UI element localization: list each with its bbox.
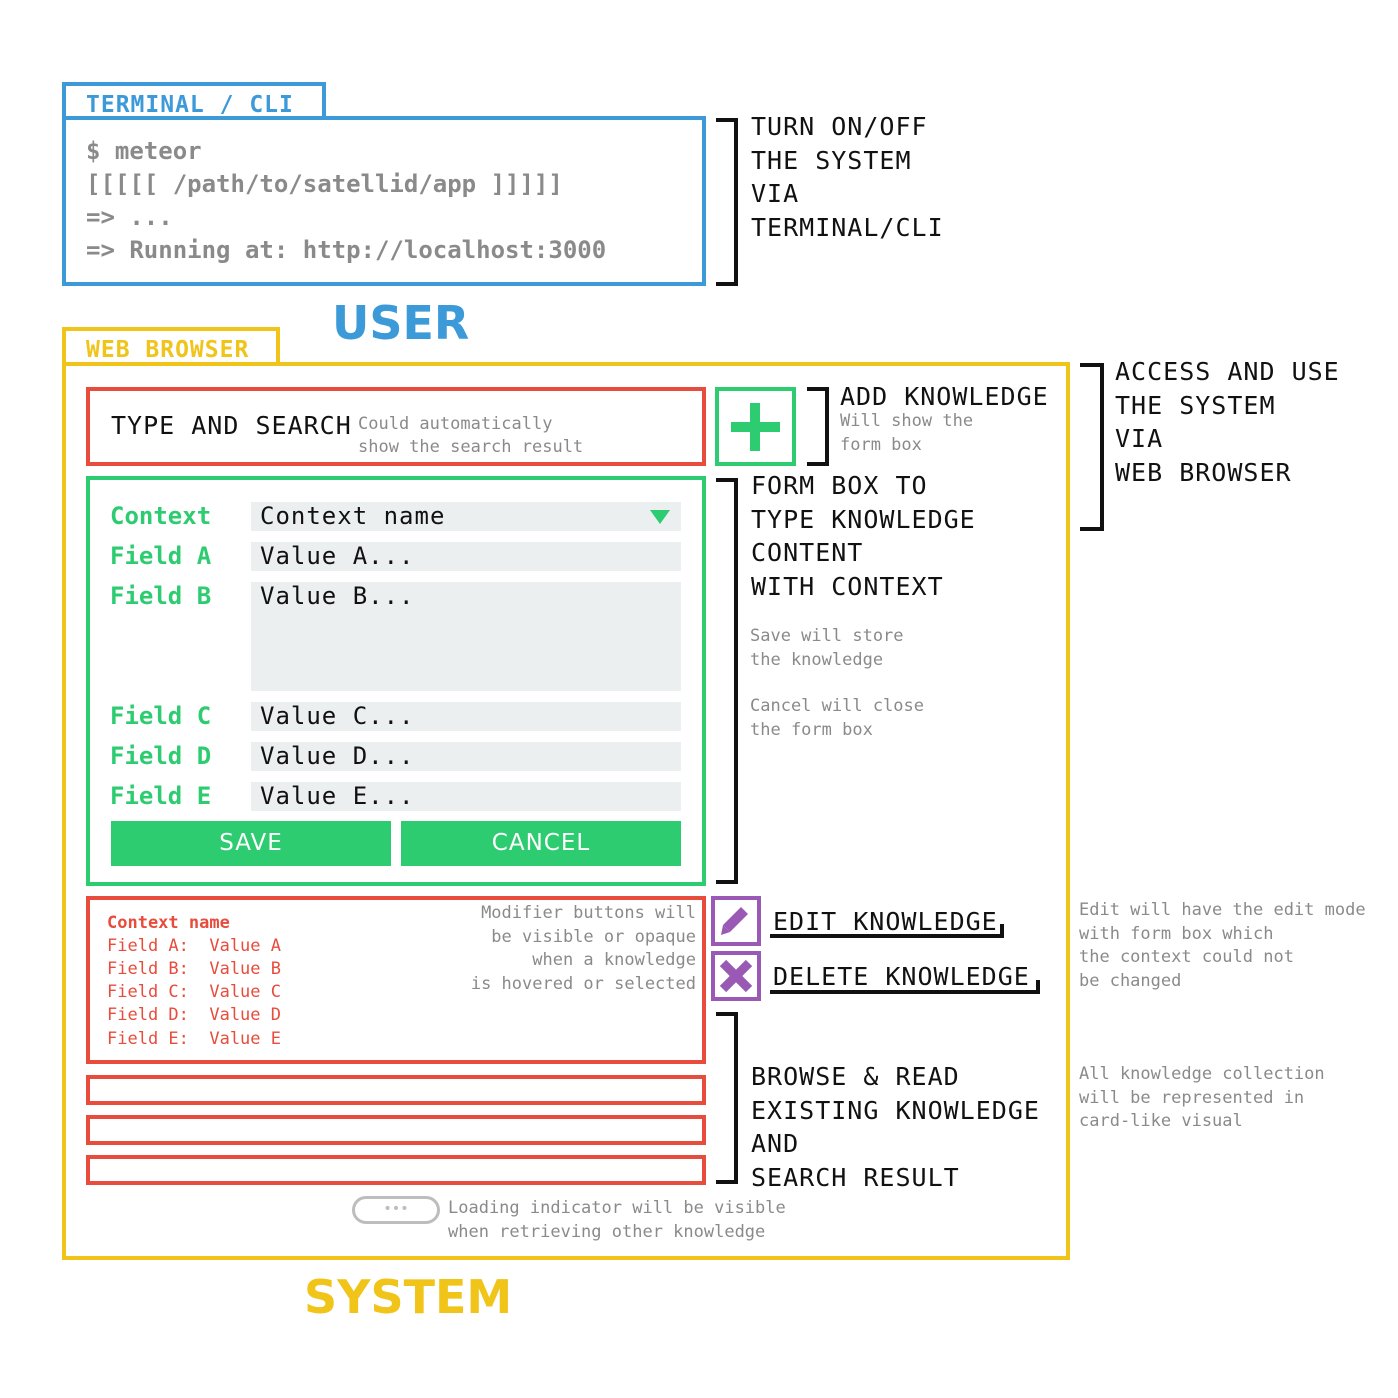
search-label: TYPE AND SEARCH [111, 411, 352, 440]
system-label: SYSTEM [304, 1270, 513, 1324]
knowledge-card-empty[interactable] [86, 1155, 706, 1185]
edit-knowledge-label: EDIT KNOWLEDGE [773, 907, 998, 936]
add-knowledge-title: ADD KNOWLEDGE [840, 382, 1049, 411]
field-label-b: Field B [110, 582, 212, 610]
field-a-input[interactable]: Value A... [251, 542, 681, 571]
search-note: Could automatically show the search resu… [358, 414, 584, 457]
card-context-name: Context name [107, 913, 230, 933]
field-b-textarea[interactable]: Value B... [251, 582, 681, 691]
card-row: Field A: Value A [107, 936, 281, 956]
field-label-d: Field D [110, 742, 212, 770]
user-label: USER [332, 296, 470, 350]
browser-tab-label: WEB BROWSER [62, 327, 280, 364]
knowledge-card[interactable] [86, 896, 706, 1064]
field-c-input[interactable]: Value C... [251, 702, 681, 731]
delete-underline [770, 990, 1040, 994]
context-select[interactable]: Context name [251, 502, 681, 531]
browse-note-title: BROWSE & READ EXISTING KNOWLEDGE AND SEA… [751, 1062, 1040, 1192]
chevron-down-icon [650, 510, 670, 524]
delete-knowledge-button[interactable] [711, 951, 761, 1001]
form-note-title: FORM BOX TO TYPE KNOWLEDGE CONTENT WITH … [751, 471, 976, 601]
card-row: Field E: Value E [107, 1029, 281, 1049]
search-box[interactable] [86, 387, 706, 466]
terminal-line: $ meteor [86, 137, 202, 165]
add-knowledge-button[interactable] [715, 387, 796, 466]
add-knowledge-note: Will show the form box [840, 411, 974, 455]
card-row: Field B: Value B [107, 959, 281, 979]
browse-bracket [716, 1012, 738, 1184]
field-d-input[interactable]: Value D... [251, 742, 681, 771]
plus-icon [731, 403, 780, 451]
terminal-tab-label: TERMINAL / CLI [62, 82, 326, 118]
edit-underline-end [1000, 924, 1004, 938]
field-label-c: Field C [110, 702, 212, 730]
terminal-window [62, 116, 706, 286]
cancel-button[interactable]: CANCEL [401, 821, 681, 866]
add-bracket [807, 387, 829, 466]
field-label-a: Field A [110, 542, 212, 570]
delete-underline-end [1036, 980, 1040, 994]
knowledge-form [86, 476, 706, 886]
loading-indicator: ••• [352, 1196, 440, 1224]
terminal-note: TURN ON/OFF THE SYSTEM VIA TERMINAL/CLI [751, 112, 944, 242]
delete-knowledge-label: DELETE KNOWLEDGE [773, 962, 1030, 991]
pencil-icon [721, 907, 748, 935]
form-note-save: Save will store the knowledge [750, 626, 904, 670]
browse-note: All knowledge collection will be represe… [1079, 1064, 1325, 1131]
loading-note: Loading indicator will be visible when r… [448, 1198, 786, 1242]
knowledge-card-empty[interactable] [86, 1115, 706, 1145]
knowledge-card-empty[interactable] [86, 1075, 706, 1105]
save-button[interactable]: SAVE [111, 821, 391, 866]
terminal-line: [[[[[ /path/to/satellid/app ]]]]] [86, 170, 563, 198]
card-row: Field D: Value D [107, 1005, 281, 1025]
browser-bracket [1080, 363, 1104, 531]
field-e-input[interactable]: Value E... [251, 782, 681, 811]
form-bracket [716, 478, 738, 884]
terminal-line: => Running at: http://localhost:3000 [86, 236, 607, 264]
edit-note: Edit will have the edit mode with form b… [1079, 900, 1366, 991]
terminal-line: => ... [86, 203, 173, 231]
terminal-bracket [716, 118, 738, 286]
form-note-cancel: Cancel will close the form box [750, 696, 924, 740]
card-row: Field C: Value C [107, 982, 281, 1002]
field-label-context: Context [110, 502, 212, 530]
cross-icon [719, 959, 753, 993]
edit-knowledge-button[interactable] [711, 896, 761, 946]
browser-window [62, 362, 1070, 1260]
card-modifier-note: Modifier buttons will be visible or opaq… [470, 903, 696, 994]
edit-underline [770, 934, 1004, 938]
browser-note: ACCESS AND USE THE SYSTEM VIA WEB BROWSE… [1115, 357, 1340, 487]
field-label-e: Field E [110, 782, 212, 810]
